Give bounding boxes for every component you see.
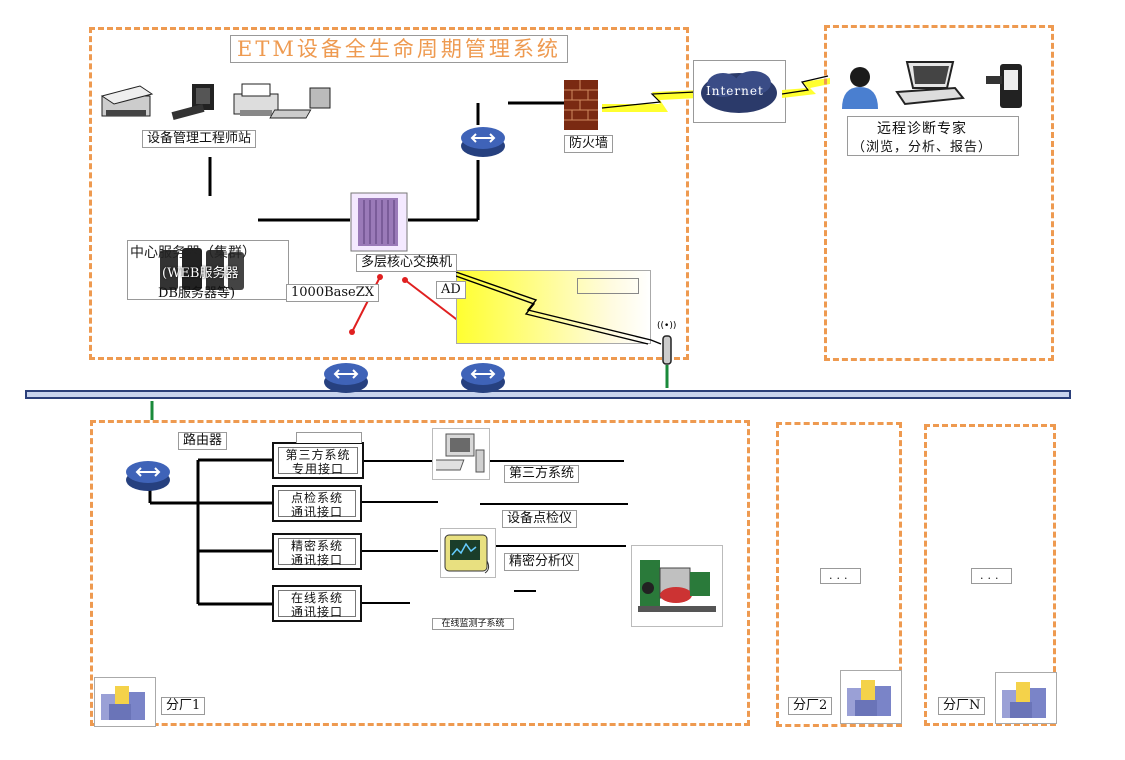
third-party-system-label: 第三方系统 [504, 465, 580, 483]
precision-interface-line2: 通讯接口 [290, 553, 343, 567]
branch1-zone [90, 420, 750, 726]
third-party-interface-tab [296, 432, 362, 443]
workstation-icons [100, 83, 331, 121]
pump-machinery-icon [638, 560, 716, 612]
internet-cloud-icon [701, 71, 777, 113]
branchN-dots: ... [971, 568, 1012, 584]
third-party-interface-text: 第三方系统 专用接口 [278, 447, 358, 476]
bus-router-2-icon [461, 363, 505, 393]
online-interface-text: 在线系统 通讯接口 [278, 590, 356, 619]
core-switch-label: 多层核心交换机 [356, 254, 458, 272]
inspection-interface-line2: 通讯接口 [290, 505, 343, 519]
branch2-dots: ... [820, 568, 861, 584]
wireless-inner-box [577, 278, 639, 294]
precision-interface-box: 精密系统 通讯接口 [272, 533, 362, 570]
ad-label: AD [436, 281, 466, 299]
inspection-interface-box: 点检系统 通讯接口 [272, 485, 362, 522]
branchN-name-label: 分厂N [938, 697, 986, 715]
online-interface-line1: 在线系统 [290, 591, 343, 605]
firewall-icon [564, 80, 598, 130]
branch2-building-icon [847, 680, 891, 716]
branch1-name-label: 分厂1 [161, 697, 206, 715]
link-1000basezx-label: 1000BaseZX [286, 284, 380, 302]
branch1-building-icon [101, 686, 145, 720]
precision-device-label: 精密分析仪 [504, 553, 580, 571]
third-party-interface-line2: 专用接口 [291, 462, 344, 476]
laptop-icon [895, 61, 965, 106]
antenna-icon: ((•)) [657, 321, 676, 365]
online-interface-box: 在线系统 通讯接口 [272, 585, 362, 622]
engineer-station-label: 设备管理工程师站 [142, 130, 257, 148]
wireless-bolt [456, 271, 662, 345]
svg-text:((•)): ((•)) [657, 321, 676, 331]
branchN-zone [924, 424, 1056, 726]
page-title: ETM设备全生命周期管理系统 [230, 35, 568, 63]
online-interface-line2: 通讯接口 [290, 605, 343, 619]
network-bus [25, 390, 1071, 399]
online-subsystem-label: 在线监测子系统 [432, 618, 514, 630]
remote-expert-subtitle: （浏览，分析、报告） [852, 140, 993, 155]
person-icon [842, 67, 878, 109]
remote-expert-label-box [847, 116, 1019, 156]
firewall-internet-link [601, 90, 698, 112]
precision-analyzer-icon [444, 534, 490, 574]
central-server-label-2: (WEB服务器 [162, 266, 239, 281]
inspection-interface-text: 点检系统 通讯接口 [278, 490, 356, 519]
precision-interface-text: 精密系统 通讯接口 [278, 538, 356, 567]
bus-router-1-icon [324, 363, 368, 393]
inspection-device-label: 设备点检仪 [502, 510, 578, 528]
central-server-label-1: 中心服务器（集群） [130, 245, 256, 261]
inspection-interface-line1: 点检系统 [290, 491, 343, 505]
hq-zone [89, 27, 689, 360]
remote-expert-title: 远程诊断专家 [877, 121, 967, 137]
hq-router-icon [461, 127, 505, 157]
pda-icon [986, 64, 1022, 108]
internet-label: Internet [706, 84, 764, 98]
branchN-building-icon [1002, 682, 1046, 718]
third-party-interface-box: 第三方系统 专用接口 [272, 442, 364, 479]
branch1-router-icon [126, 461, 170, 491]
core-switch-icon [350, 192, 408, 252]
branch2-zone [776, 422, 902, 727]
remote-zone [824, 25, 1054, 361]
branch1-router-label: 路由器 [178, 432, 228, 450]
third-party-pc-icon [436, 433, 485, 473]
internet-remote-link [782, 75, 830, 98]
firewall-label: 防火墙 [564, 135, 614, 153]
branch2-name-label: 分厂2 [788, 697, 833, 715]
central-server-label-3: DB服务器等) [158, 286, 236, 301]
third-party-interface-line1: 第三方系统 [285, 448, 351, 462]
precision-interface-line1: 精密系统 [290, 539, 343, 553]
server-rack-icon [160, 248, 244, 290]
